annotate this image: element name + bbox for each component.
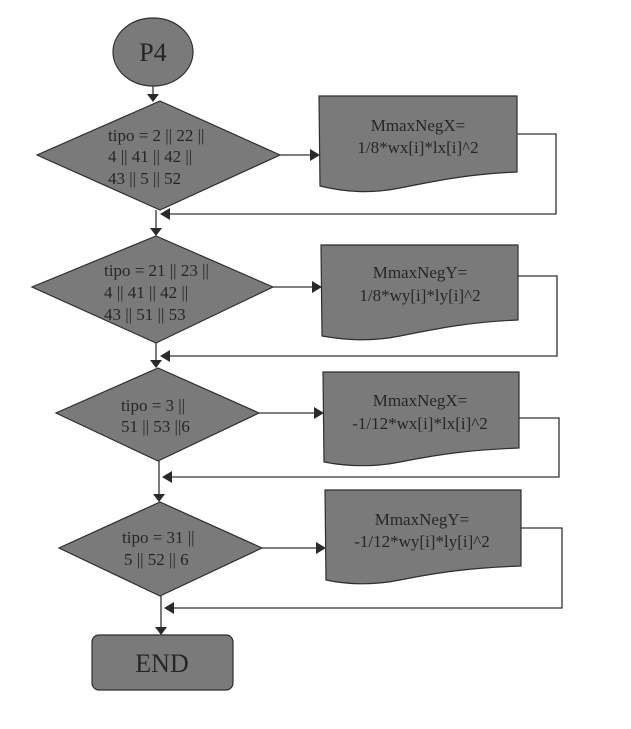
decision-1: tipo = 2 || 22 || 4 || 41 || 42 || 43 ||… (35, 100, 282, 211)
end-label: END (135, 649, 188, 678)
process-2-line-1: MmaxNegY= (373, 263, 468, 282)
decision-4: tipo = 31 || 5 || 52 || 6 (57, 501, 264, 597)
decision-1-line-2: 4 || 41 || 42 || (108, 147, 192, 166)
decision-3-line-1: tipo = 3 || (121, 396, 185, 415)
return-path-2 (162, 275, 558, 357)
arrow-head (147, 94, 159, 102)
decision-1-line-3: 43 || 5 || 52 (108, 169, 181, 188)
end-node: END (91, 634, 234, 691)
return-path-4 (166, 527, 563, 609)
decision-3: tipo = 3 || 51 || 53 ||6 (54, 367, 261, 462)
start-node: P4 (112, 17, 194, 87)
return-path-3 (164, 417, 560, 478)
decision-2: tipo = 21 || 23 || 4 || 41 || 42 || 43 |… (30, 235, 275, 344)
arrow-head (312, 281, 322, 293)
process-3-line-1: MmaxNegX= (373, 391, 468, 410)
arrow-head (155, 627, 167, 635)
arrow-head (150, 228, 162, 236)
decision-2-line-3: 43 || 51 || 53 (104, 305, 186, 324)
arrow-head (164, 602, 174, 614)
arrow-head (160, 350, 170, 362)
process-2-line-2: 1/8*wy[i]*ly[i]^2 (359, 286, 480, 305)
decision-2-line-1: tipo = 21 || 23 || (104, 261, 209, 280)
arrow-head (153, 494, 165, 502)
decision-4-line-1: tipo = 31 || (122, 528, 195, 547)
process-1: MmaxNegX= 1/8*wx[i]*lx[i]^2 (318, 95, 518, 193)
process-4-line-1: MmaxNegY= (375, 510, 470, 529)
process-1-line-2: 1/8*wx[i]*lx[i]^2 (357, 138, 478, 157)
arrow-head (316, 542, 326, 554)
process-2: MmaxNegY= 1/8*wy[i]*ly[i]^2 (320, 244, 519, 341)
decision-3-line-2: 51 || 53 ||6 (121, 417, 190, 436)
arrow-head (162, 471, 172, 483)
process-4-line-2: -1/12*wy[i]*ly[i]^2 (354, 532, 489, 551)
decision-1-line-1: tipo = 2 || 22 || (108, 126, 204, 145)
arrow-head (150, 360, 162, 368)
process-4: MmaxNegY= -1/12*wy[i]*ly[i]^2 (324, 489, 522, 585)
arrow-head (160, 208, 170, 220)
decision-2-line-2: 4 || 41 || 42 || (104, 283, 188, 302)
return-path-1 (162, 133, 557, 215)
start-label: P4 (139, 38, 166, 67)
process-3-line-2: -1/12*wx[i]*lx[i]^2 (352, 414, 487, 433)
arrow-head (314, 407, 324, 419)
process-3: MmaxNegX= -1/12*wx[i]*lx[i]^2 (322, 371, 520, 467)
arrow-head (310, 149, 320, 161)
process-1-line-1: MmaxNegX= (371, 116, 466, 135)
decision-4-line-2: 5 || 52 || 6 (124, 550, 189, 569)
